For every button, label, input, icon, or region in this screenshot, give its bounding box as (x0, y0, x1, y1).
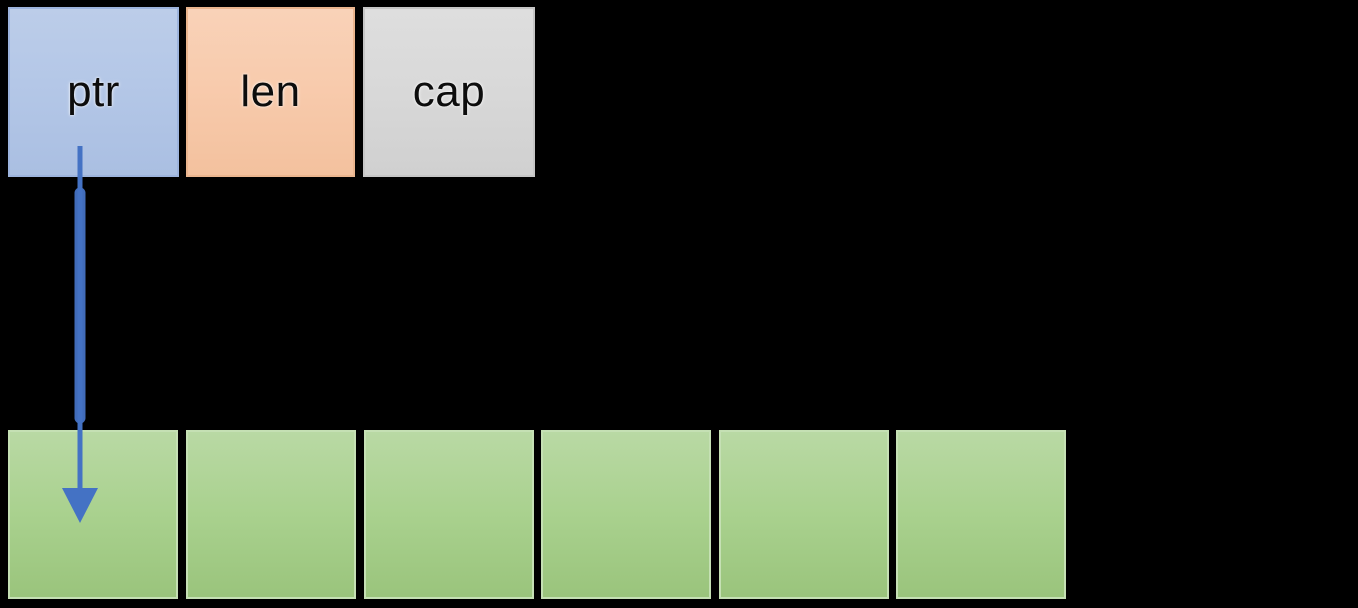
heap-cell (896, 430, 1066, 599)
heap-row (0, 430, 1358, 599)
heap-cell (186, 430, 356, 599)
cap-label: cap (412, 67, 486, 116)
heap-cell (719, 430, 889, 599)
struct-field-cap: cap (363, 7, 535, 177)
heap-cell (541, 430, 711, 599)
len-label: len (240, 67, 301, 116)
heap-cell (364, 430, 534, 599)
struct-field-len: len (186, 7, 355, 177)
heap-cell (8, 430, 178, 599)
struct-field-ptr: ptr (8, 7, 179, 177)
ptr-label: ptr (67, 67, 120, 116)
